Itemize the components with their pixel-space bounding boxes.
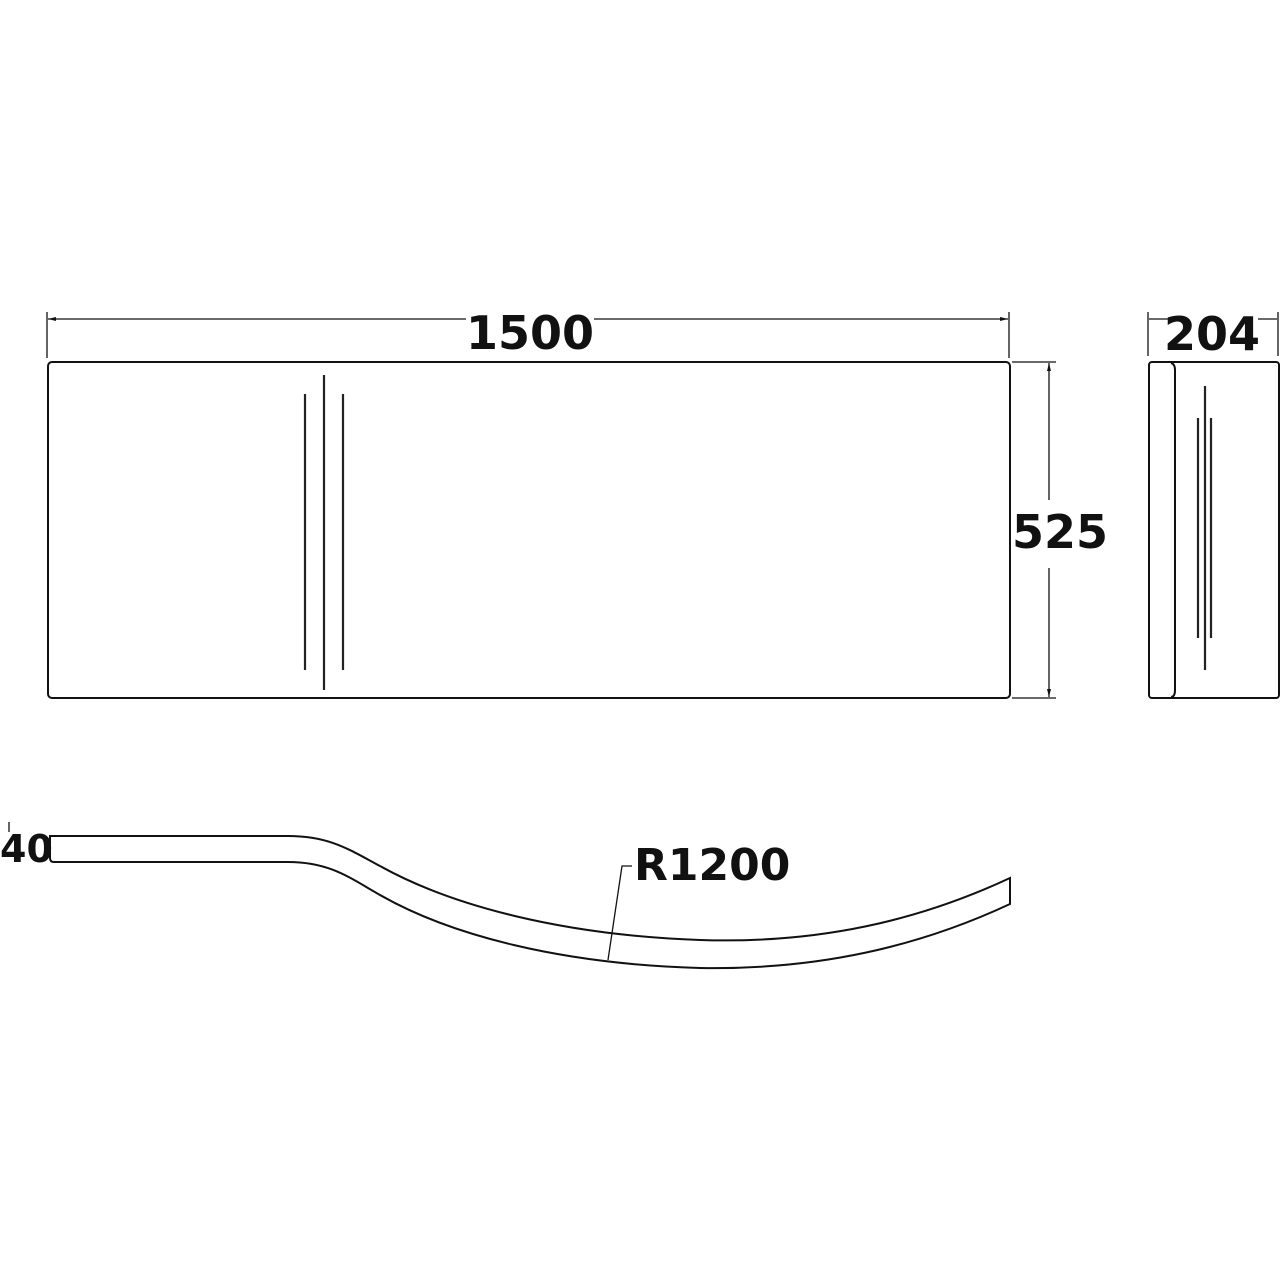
curved-panel-profile [49,835,1011,970]
depth-label: 204 [1164,307,1260,361]
depth-dimension: 204 [1147,307,1279,361]
front-view: 1500 525 [46,306,1108,699]
panel-outline [47,361,1011,699]
thickness-label: 40 [0,827,53,871]
width-dimension: 1500 [46,306,1010,360]
side-view: 204 [1147,307,1280,699]
panel-grooves [303,375,345,690]
side-outline [1148,361,1280,699]
height-label: 525 [1012,505,1108,559]
side-return-edge [1170,362,1176,698]
radius-label: R1200 [634,840,790,891]
height-dimension: 525 [1012,361,1108,699]
plan-view: 40 R1200 [0,822,1011,970]
width-label: 1500 [466,306,594,360]
side-grooves [1196,386,1213,670]
radius-leader [607,865,632,961]
